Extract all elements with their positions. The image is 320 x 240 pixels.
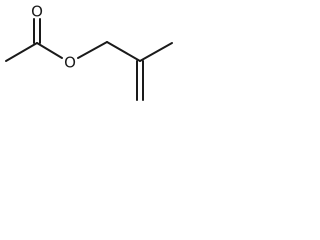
bond-alkene-methyl — [139, 42, 173, 62]
bond-methylene-alkene — [106, 41, 141, 62]
bond-methyl-carbonyl — [5, 42, 38, 62]
carbonyl-oxygen-label: O — [31, 3, 43, 21]
bond-oxygen-methylene — [77, 41, 108, 59]
chemical-structure: O O — [5, 3, 173, 101]
bond-carbonyl-ester-oxygen — [36, 42, 63, 59]
ester-oxygen-label: O — [64, 54, 76, 72]
